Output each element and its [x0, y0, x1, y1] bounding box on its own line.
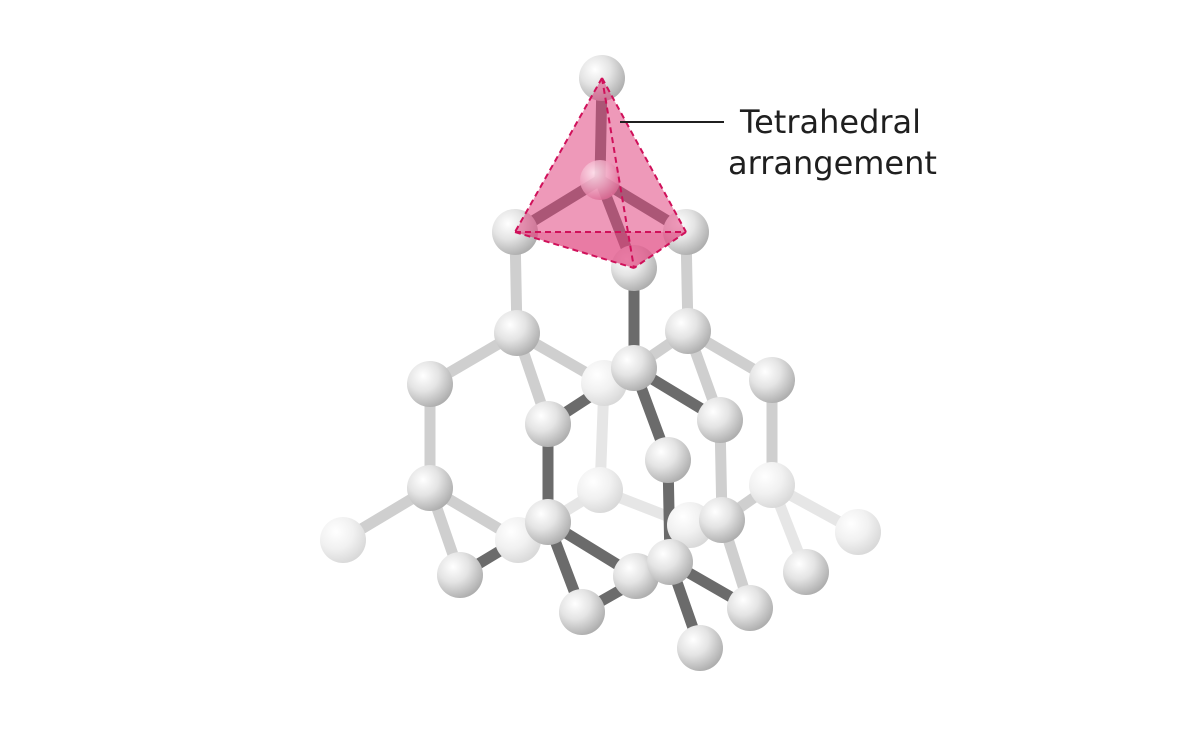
annotation-label: Tetrahedral arrangement	[728, 103, 937, 182]
tetrahedron-highlight	[514, 77, 687, 269]
annotation-line-2: arrangement	[728, 144, 937, 182]
annotation-line-1: Tetrahedral	[739, 103, 921, 141]
